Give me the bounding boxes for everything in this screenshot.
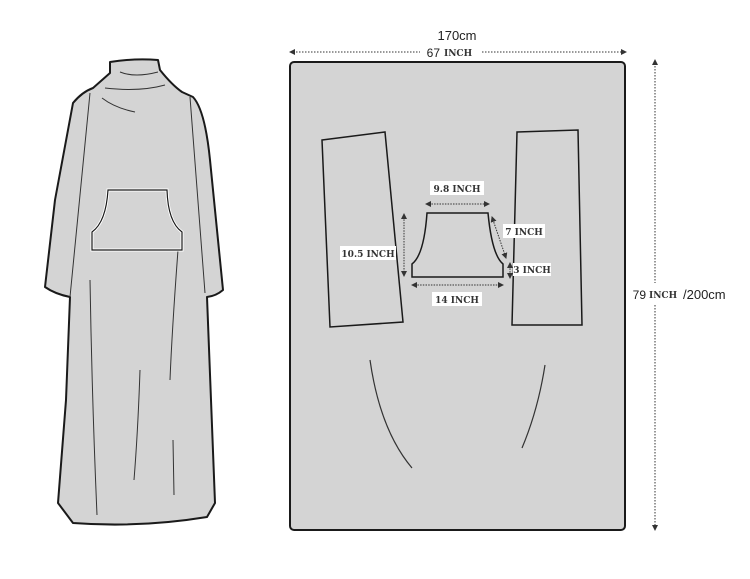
wearable-blanket-illustration [44,58,224,526]
pocket-corner-label: 3 INCH [513,266,551,276]
width-inch-number: 67 [427,46,441,60]
robe-fold-lines [69,71,206,516]
pocket-labels: 9.8 INCH 7 INCH 3 INCH 10.5 INCH 14 INCH [340,181,551,306]
width-cm-label: 170cm [437,28,476,43]
left-sleeve-outline [321,131,404,328]
height-dimension: 79 INCH /200cm [633,59,726,531]
pocket-height-label: 10.5 INCH [341,250,395,260]
pocket-top-label: 9.8 INCH [434,185,481,195]
height-inch-number: 79 [633,288,647,302]
right-sleeve-outline [511,129,583,326]
width-dimension: 170cm 67 INCH [289,28,627,60]
pocket-bottom-label: 14 INCH [435,296,479,306]
pocket-outline [411,212,504,278]
height-inch-unit: INCH [649,291,678,301]
width-inch-unit: INCH [444,49,473,59]
fold-curves [369,359,546,469]
robe-outline [44,58,224,526]
pocket-side-label: 7 INCH [505,228,543,238]
height-cm-label: /200cm [683,287,726,302]
